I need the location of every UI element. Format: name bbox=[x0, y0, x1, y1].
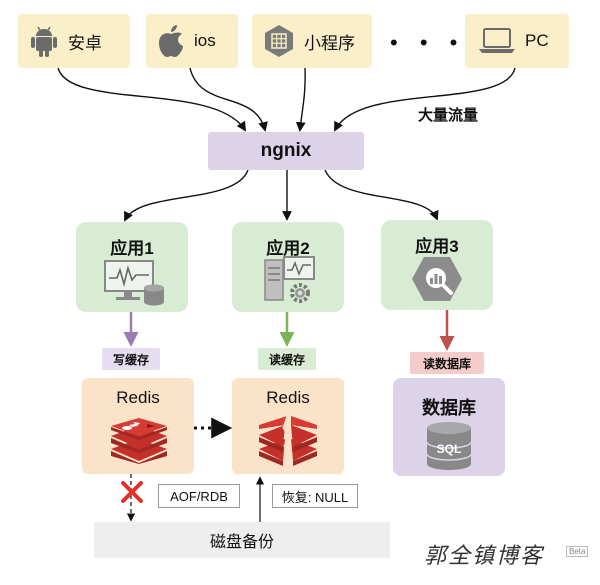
laptop-icon bbox=[479, 28, 515, 53]
app3-box: 应用3 bbox=[381, 220, 493, 310]
analytics-search-icon bbox=[412, 257, 462, 301]
edge-android-nginx bbox=[57, 67, 247, 132]
redis-primary-title: Redis bbox=[116, 388, 160, 407]
traffic-note: 大量流量 bbox=[418, 107, 479, 124]
android-icon bbox=[31, 26, 57, 57]
monitor-database-icon bbox=[104, 260, 164, 306]
edge-nginx-app3 bbox=[324, 169, 439, 221]
fail-x-icon bbox=[121, 481, 143, 503]
tag-read-db: 读数据库 bbox=[410, 352, 484, 374]
client-ios-label: ios bbox=[194, 31, 216, 50]
database-title: 数据库 bbox=[422, 398, 476, 418]
redis-broken-logo-icon bbox=[259, 415, 317, 467]
client-android: 安卓 bbox=[18, 14, 130, 68]
client-miniprogram-label: 小程序 bbox=[304, 33, 355, 53]
server-gear-icon bbox=[264, 256, 315, 303]
app1-title: 应用1 bbox=[110, 239, 154, 258]
client-miniprogram: 小程序 bbox=[252, 14, 372, 68]
client-ios: ios bbox=[146, 14, 238, 68]
sql-database-icon: SQL bbox=[426, 422, 472, 470]
tag-read-cache: 读缓存 bbox=[258, 348, 316, 370]
redis-primary: Redis bbox=[82, 378, 194, 474]
client-ellipsis: • • • • bbox=[390, 30, 496, 55]
edge-nginx-app1 bbox=[124, 169, 249, 222]
redis-replica: Redis bbox=[232, 378, 344, 474]
client-pc: PC bbox=[465, 14, 569, 68]
client-pc-label: PC bbox=[525, 31, 549, 50]
database-box: 数据库 SQL bbox=[393, 378, 505, 476]
restore-null-label: 恢复: NULL bbox=[272, 484, 358, 508]
grid-app-icon bbox=[265, 25, 293, 57]
disk-backup-box: 磁盘备份 bbox=[94, 522, 390, 558]
watermark-beta-badge: Beta bbox=[566, 546, 589, 557]
edge-miniprogram-nginx bbox=[295, 67, 306, 132]
aof-rdb-label: AOF/RDB bbox=[158, 484, 240, 508]
watermark: 郭全镇博客 bbox=[424, 544, 545, 569]
redis-logo-icon bbox=[111, 418, 167, 464]
sql-label: SQL bbox=[437, 442, 462, 456]
app2-title: 应用2 bbox=[266, 239, 310, 258]
edge-ios-nginx bbox=[189, 67, 268, 132]
app1-box: 应用1 bbox=[76, 222, 188, 312]
redis-replica-title: Redis bbox=[266, 388, 310, 407]
app2-box: 应用2 bbox=[232, 222, 344, 312]
app3-title: 应用3 bbox=[415, 237, 459, 256]
tag-write-cache: 写缓存 bbox=[102, 348, 160, 370]
apple-icon bbox=[159, 25, 183, 57]
nginx-box: ngnix bbox=[208, 132, 364, 170]
edge-pc-nginx bbox=[334, 67, 516, 132]
client-android-label: 安卓 bbox=[68, 33, 102, 53]
